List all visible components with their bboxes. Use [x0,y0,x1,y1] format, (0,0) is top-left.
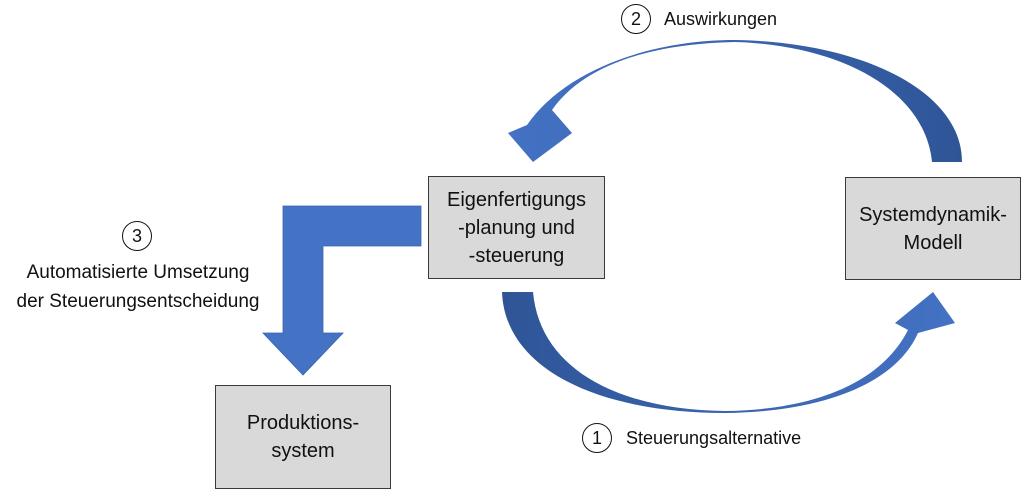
node-eigen-line-1: Eigenfertigungs [447,188,586,211]
step-1-number: 1 [591,427,602,448]
node-sdm-line-2: Modell [903,231,963,254]
step-2-number: 2 [630,8,641,29]
step-1-number-badge: 1 [582,423,612,453]
step-2-number-badge: 2 [621,4,651,34]
node-eigenfertigungsplanung[interactable]: Eigenfertigungs -planung und -steuerung [428,176,605,279]
step-3-label: Automatisierte Umsetzung der Steuerungse… [0,258,276,316]
node-eigen-line-3: -steuerung [468,244,565,267]
node-eigen-line-2: -planung und [458,216,575,239]
step-3-number: 3 [131,225,142,246]
step-3-label-line-2: der Steuerungsentscheidung [16,291,260,312]
step-3-label-line-1: Automatisierte Umsetzung [26,262,250,283]
step-1-label: Steuerungsalternative [626,428,802,448]
step-3-number-badge: 3 [122,221,152,251]
node-prod-line-2: system [271,440,335,462]
node-sdm-line-1: Systemdynamik- [859,203,1007,226]
node-produktionssystem[interactable]: Produktions- system [215,385,391,489]
execution-arrow-umsetzung [262,205,422,376]
node-prod-line-1: Produktions- [246,412,360,434]
control-arrow-steuerungsalternative [502,292,955,413]
step-2-label: Auswirkungen [664,9,778,29]
feedback-arrow-auswirkungen [508,40,962,162]
node-systemdynamik-modell[interactable]: Systemdynamik- Modell [845,177,1021,280]
